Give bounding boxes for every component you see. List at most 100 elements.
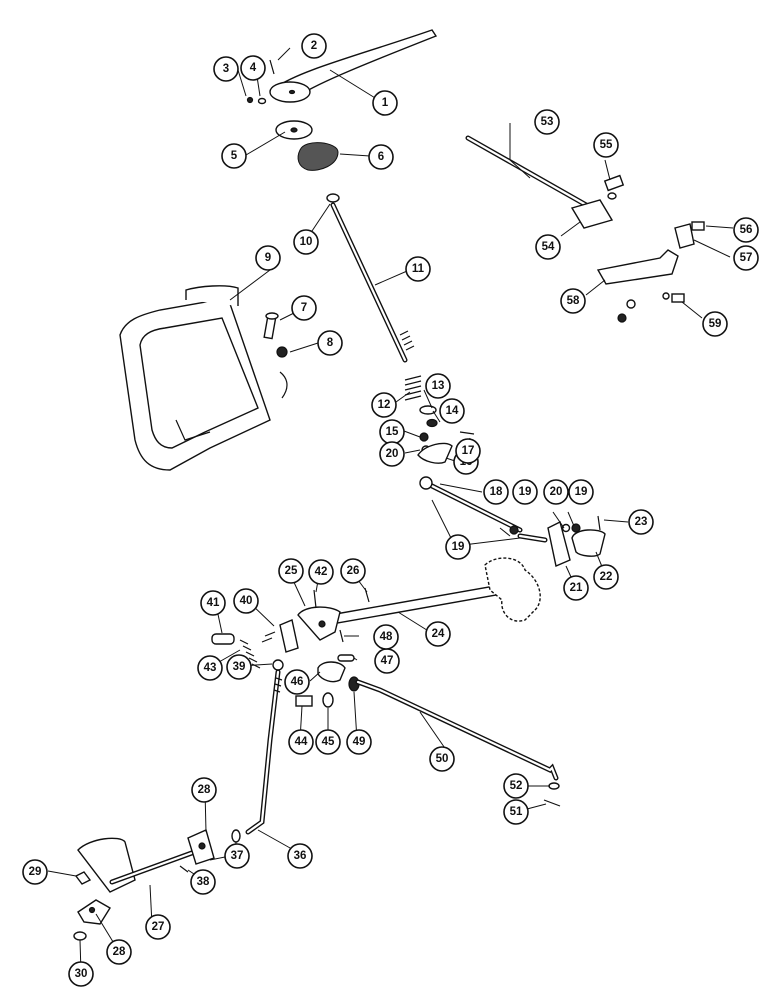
- callout-circle: [733, 245, 759, 271]
- callout-36: 36: [287, 843, 313, 869]
- callout-13: 13: [425, 373, 451, 399]
- callout-5: 5: [221, 143, 247, 169]
- callout-28: 28: [106, 939, 132, 965]
- washer-37: [231, 829, 241, 843]
- callout-label: 41: [207, 597, 220, 609]
- callout-group: 1234567891011121314151617181919192020212…: [22, 33, 759, 987]
- screw-29: [74, 871, 92, 885]
- callout-9: 9: [255, 245, 281, 271]
- callout-30: 30: [68, 961, 94, 987]
- callout-22: 22: [593, 564, 619, 590]
- washer-20-b: [561, 523, 571, 533]
- guard-top: [185, 285, 239, 306]
- callout-label: 6: [378, 151, 384, 163]
- callout-circle: [534, 109, 560, 135]
- spring-43: [239, 639, 261, 669]
- bolt-7: [263, 312, 279, 340]
- callout-label: 21: [570, 582, 583, 594]
- callout-circle: [593, 564, 619, 590]
- callout-label: 40: [240, 595, 253, 607]
- pin-47: [337, 654, 355, 662]
- leader-lines: [47, 47, 734, 974]
- callout-circle: [287, 843, 313, 869]
- callout-label: 38: [197, 876, 210, 888]
- callout-3: 3: [213, 56, 239, 82]
- callout-circle: [190, 869, 216, 895]
- lever-arm-21: [547, 520, 571, 567]
- pin-16: [459, 431, 475, 435]
- callout-circle: [733, 217, 759, 243]
- callout-1: 1: [372, 90, 398, 116]
- washer-45: [322, 692, 334, 708]
- washer-19-b: [509, 525, 519, 535]
- callout-label: 55: [600, 139, 613, 151]
- bracket-58: [596, 249, 679, 285]
- callout-circle: [535, 234, 561, 260]
- lever-46: [317, 661, 346, 683]
- callout-label: 53: [541, 116, 554, 128]
- callout-label: 10: [300, 236, 313, 248]
- callout-circle: [425, 373, 451, 399]
- callout-20: 20: [543, 479, 569, 505]
- callout-label: 28: [198, 784, 211, 796]
- callout-label: 5: [231, 150, 238, 162]
- callout-circle: [503, 799, 529, 825]
- callout-40: 40: [233, 588, 259, 614]
- callout-15: 15: [379, 419, 405, 445]
- callout-circle: [221, 143, 247, 169]
- callout-7: 7: [291, 295, 317, 321]
- callout-circle: [373, 624, 399, 650]
- callout-circle: [628, 509, 654, 535]
- callout-label: 18: [490, 486, 503, 498]
- callout-label: 42: [315, 566, 328, 578]
- callout-label: 12: [378, 399, 391, 411]
- washer-4: [257, 97, 267, 105]
- pin-2: [269, 59, 275, 75]
- callout-circle: [512, 479, 538, 505]
- callout-circle: [68, 961, 94, 987]
- callout-circle: [563, 575, 589, 601]
- callout-circle: [483, 479, 509, 505]
- callout-circle: [197, 655, 223, 681]
- callout-14: 14: [439, 398, 465, 424]
- callout-label: 50: [436, 753, 449, 765]
- callout-label: 28: [113, 946, 126, 958]
- callout-circle: [340, 558, 366, 584]
- callout-41: 41: [200, 590, 226, 616]
- callout-circle: [288, 729, 314, 755]
- bracket-40: [279, 619, 299, 653]
- callout-circle: [255, 245, 281, 271]
- callout-21: 21: [563, 575, 589, 601]
- callout-46: 46: [284, 669, 310, 695]
- callout-label: 14: [446, 405, 459, 417]
- shaft-end-arm: [484, 557, 541, 622]
- callout-circle: [106, 939, 132, 965]
- bolt-44: [295, 695, 313, 707]
- callout-label: 19: [575, 486, 588, 498]
- callout-label: 8: [327, 337, 334, 349]
- callout-circle: [425, 621, 451, 647]
- callout-label: 27: [152, 921, 165, 933]
- callout-27: 27: [145, 914, 171, 940]
- callout-label: 9: [265, 252, 271, 264]
- callout-circle: [445, 534, 471, 560]
- callout-10: 10: [293, 229, 319, 255]
- callout-label: 44: [295, 736, 308, 748]
- callout-29: 29: [22, 859, 48, 885]
- callout-49: 49: [346, 729, 372, 755]
- clevis-15: [417, 442, 453, 464]
- callout-circle: [291, 295, 317, 321]
- callout-6: 6: [368, 144, 394, 170]
- nut-39: [272, 659, 284, 671]
- bracket-54: [570, 199, 614, 229]
- callout-52: 52: [503, 773, 529, 799]
- callout-label: 1: [382, 97, 389, 109]
- callout-circle: [233, 588, 259, 614]
- pin-38: [179, 865, 189, 873]
- callout-circle: [568, 479, 594, 505]
- callout-circle: [200, 590, 226, 616]
- rod-50: [355, 679, 559, 781]
- callout-label: 19: [519, 486, 532, 498]
- callout-circle: [371, 392, 397, 418]
- clip-56: [674, 223, 695, 249]
